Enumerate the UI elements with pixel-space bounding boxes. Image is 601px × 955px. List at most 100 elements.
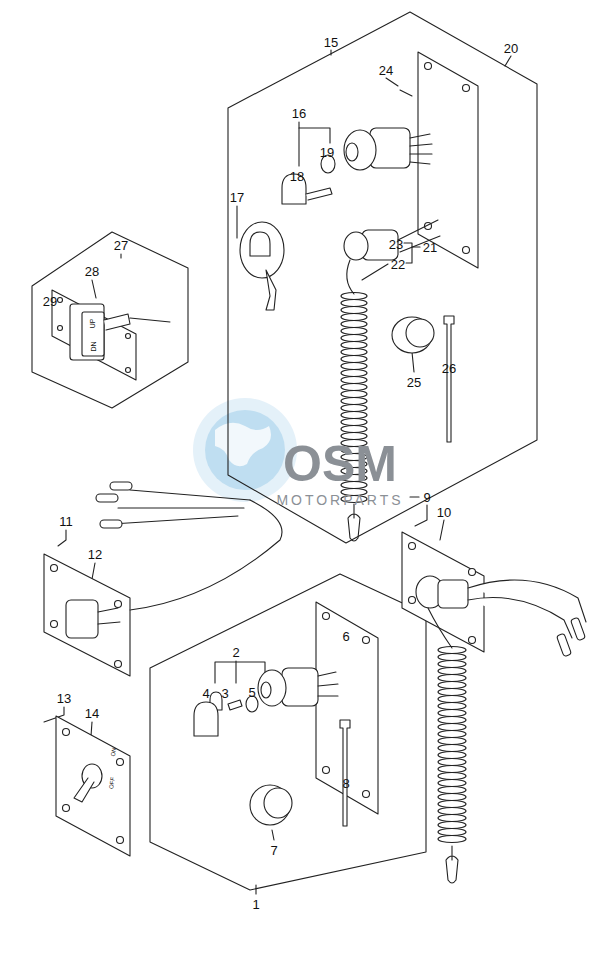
drawing-stroke — [323, 767, 330, 774]
drawing-stroke — [63, 805, 70, 812]
drawing-stroke — [438, 675, 466, 682]
drawing-stroke — [341, 384, 367, 391]
drawing-stroke — [412, 352, 414, 372]
callout-number: 27 — [114, 239, 128, 252]
drawing-stroke — [341, 335, 367, 342]
drawing-stroke — [240, 222, 284, 278]
callout-number: 29 — [43, 295, 57, 308]
drawing-stroke — [193, 398, 297, 502]
callout-number: 11 — [59, 515, 73, 528]
drawing-stroke — [425, 63, 432, 70]
drawing-stroke — [469, 637, 476, 644]
drawing-stroke — [115, 601, 122, 608]
lanyard-coil — [341, 260, 466, 883]
drawing-stroke — [100, 520, 122, 528]
drawing-stroke — [406, 319, 434, 347]
drawing-stroke — [44, 554, 130, 676]
drawing-stroke — [126, 334, 131, 339]
drawing-stroke — [74, 778, 94, 802]
drawing-stroke — [282, 668, 318, 706]
drawing-stroke — [386, 78, 398, 86]
drawing-stroke — [438, 738, 466, 745]
drawing-stroke — [115, 661, 122, 668]
drawing-stroke — [341, 342, 367, 349]
drawing-stroke — [58, 298, 63, 303]
drawing-stroke — [438, 836, 466, 843]
drawing-stroke — [112, 490, 250, 524]
callout-number: 23 — [389, 238, 403, 251]
drawing-stroke — [215, 423, 271, 466]
drawing-stroke — [438, 752, 466, 759]
drawing-stroke — [150, 574, 426, 890]
drawing-stroke — [363, 791, 370, 798]
drawing-stroke — [438, 773, 466, 780]
drawing-stroke — [340, 720, 350, 826]
callout-number: 16 — [292, 107, 306, 120]
drawing-stroke — [120, 254, 121, 258]
drawing-stroke — [70, 304, 104, 360]
drawing-stroke — [92, 280, 96, 298]
drawing-stroke — [362, 264, 388, 280]
drawing-stroke — [438, 724, 466, 731]
callout-number: 15 — [324, 36, 338, 49]
callout-number: 6 — [342, 630, 349, 643]
drawing-stroke — [415, 505, 427, 526]
drawing-stroke — [264, 788, 292, 818]
watermark-globe — [193, 398, 297, 502]
leader-line — [44, 50, 511, 894]
drawing-stroke — [117, 759, 124, 766]
callout-number: 8 — [342, 777, 349, 790]
drawing-stroke — [341, 377, 367, 384]
callout-number: 17 — [230, 191, 244, 204]
drawing-stroke — [96, 494, 118, 502]
watermark: MOTORPARTS — [276, 493, 403, 507]
callout-number: 5 — [248, 686, 255, 699]
drawing-stroke — [468, 580, 586, 638]
drawing-stroke — [438, 696, 466, 703]
drawing-stroke — [348, 504, 360, 541]
drawing-stroke — [446, 846, 458, 883]
drawing-stroke — [344, 130, 376, 170]
drawing-stroke — [330, 50, 331, 55]
drawing-stroke — [250, 232, 270, 256]
drawing-stroke — [58, 326, 63, 331]
watermark: OSM — [283, 439, 397, 489]
switch-marking: UP — [89, 318, 96, 328]
drawing-stroke — [438, 815, 466, 822]
drawing-stroke — [258, 670, 286, 706]
drawing-stroke — [117, 837, 124, 844]
drawing-stroke — [438, 759, 466, 766]
callout-number: 4 — [202, 687, 209, 700]
drawing-stroke — [428, 608, 452, 648]
callout-number: 25 — [407, 376, 421, 389]
drawing-stroke — [126, 368, 131, 373]
drawing-stroke — [410, 496, 419, 497]
drawing-stroke — [444, 316, 454, 442]
drawing-stroke — [438, 822, 466, 829]
drawing-stroke — [236, 206, 237, 238]
drawing-stroke — [341, 405, 367, 412]
callout-number: 24 — [379, 64, 393, 77]
drawing-stroke — [66, 600, 98, 638]
drawing-stroke — [205, 410, 285, 490]
drawing-stroke — [341, 363, 367, 370]
drawing-stroke — [438, 661, 466, 668]
drawing-stroke — [316, 602, 378, 814]
drawing-stroke — [438, 703, 466, 710]
drawing-stroke — [505, 56, 511, 66]
callout-number: 18 — [290, 170, 304, 183]
drawing-stroke — [346, 143, 358, 161]
drawing-stroke — [438, 731, 466, 738]
callout-number: 3 — [221, 687, 228, 700]
callout-number: 10 — [437, 506, 451, 519]
drawing-stroke — [228, 12, 537, 543]
drawing-stroke — [341, 356, 367, 363]
drawing-stroke — [344, 232, 368, 260]
callout-number: 13 — [57, 692, 71, 705]
drawing-stroke — [438, 808, 466, 815]
drawing-stroke — [110, 482, 132, 490]
drawing-stroke — [194, 702, 218, 736]
drawing-stroke — [341, 328, 367, 335]
drawing-stroke — [438, 710, 466, 717]
